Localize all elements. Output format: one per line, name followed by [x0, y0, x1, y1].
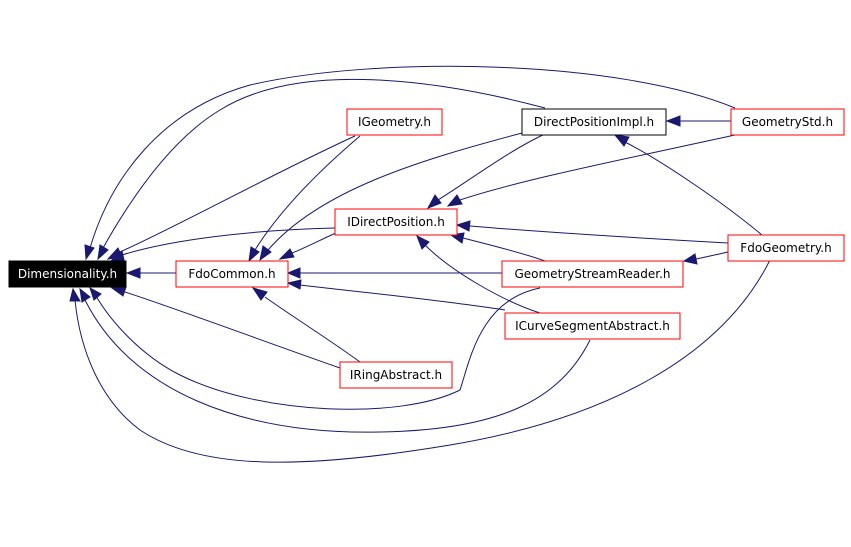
edge-directpositionimpl-to-dimensionality — [102, 78, 546, 249]
edge-idirectposition-to-dimensionality — [121, 227, 336, 256]
node-fdogeometry[interactable]: FdoGeometry.h — [727, 234, 845, 262]
edge-arrow — [125, 267, 141, 279]
node-box — [339, 361, 453, 389]
node-box — [730, 108, 845, 136]
node-box — [501, 260, 684, 288]
edge-arrow — [97, 244, 109, 261]
edge-iringabstract-to-dimensionality — [124, 291, 341, 369]
edge-arrow — [682, 253, 698, 265]
edge-fdogeometry-to-idirectposition — [469, 225, 729, 244]
edge-arrow — [278, 248, 295, 260]
edge-directpositionimpl-to-idirectposition — [437, 133, 546, 201]
node-idirectposition[interactable]: IDirectPosition.h — [334, 208, 458, 236]
edge-arrow — [69, 287, 81, 302]
node-icurvesegmentabstract[interactable]: ICurveSegmentAbstract.h — [504, 312, 681, 340]
node-label: GeometryStreamReader.h — [514, 267, 670, 281]
edge-igeometry-to-dimensionality — [119, 135, 356, 253]
node-box — [727, 234, 845, 262]
edge-arrow — [251, 287, 268, 301]
node-directpositionimpl[interactable]: DirectPositionImpl.h — [521, 108, 667, 136]
node-label: Dimensionality.h — [18, 267, 117, 281]
node-box — [334, 208, 458, 236]
edge-geometrystd-to-dimensionality — [89, 65, 736, 249]
edge-arrow — [89, 286, 102, 301]
node-box — [8, 260, 127, 288]
node-box — [521, 108, 667, 136]
node-box — [504, 312, 681, 340]
edge-geometrystd-to-idirectposition — [459, 134, 736, 201]
node-dimensionality[interactable]: Dimensionality.h — [8, 260, 127, 288]
node-label: FdoCommon.h — [188, 267, 275, 281]
edge-idirectposition-to-fdocommon — [291, 231, 339, 254]
edge-fdogeometry-to-geometrystreamreader — [695, 251, 729, 260]
edge-arrow — [613, 134, 630, 147]
edge-fdogeometry-to-directpositionimpl — [624, 141, 763, 236]
edge-arrow — [286, 267, 301, 279]
node-label: IGeometry.h — [358, 115, 431, 129]
edge-fdogeometry-to-dimensionality — [74, 259, 771, 463]
node-label: IDirectPosition.h — [347, 215, 445, 229]
node-iringabstract[interactable]: IRingAbstract.h — [339, 361, 453, 389]
edge-arrow — [416, 234, 430, 250]
edge-arrow — [259, 245, 272, 262]
edge-arrow — [446, 194, 463, 207]
edge-geometrystreamreader-to-dimensionality — [95, 287, 541, 410]
node-geometrystd[interactable]: GeometryStd.h — [730, 108, 845, 136]
edge-icurvesegmentabstract-to-fdocommon — [299, 284, 506, 311]
edge-iringabstract-to-fdocommon — [264, 296, 361, 363]
edge-icurvesegmentabstract-to-dimensionality — [84, 299, 591, 433]
edge-arrow — [455, 220, 471, 232]
node-label: DirectPositionImpl.h — [534, 115, 654, 129]
edge-arrow — [248, 246, 260, 263]
edge-igeometry-to-fdocommon — [254, 135, 361, 251]
node-label: GeometryStd.h — [742, 115, 833, 129]
edge-arrow — [84, 244, 95, 261]
edge-arrow — [286, 279, 302, 290]
edges — [69, 65, 771, 463]
node-fdocommon[interactable]: FdoCommon.h — [175, 260, 289, 288]
edge-arrow — [110, 286, 127, 297]
node-geometrystreamreader[interactable]: GeometryStreamReader.h — [501, 260, 684, 288]
edge-arrow — [110, 250, 125, 261]
node-label: FdoGeometry.h — [740, 241, 831, 255]
node-igeometry[interactable]: IGeometry.h — [346, 108, 443, 136]
edge-icurvesegmentabstract-to-idirectposition — [424, 244, 541, 314]
node-label: IRingAbstract.h — [350, 368, 442, 382]
edge-arrow — [79, 287, 91, 303]
edge-directpositionimpl-to-fdocommon — [267, 132, 523, 251]
edge-arrow — [665, 115, 681, 127]
edge-geometrystreamreader-to-idirectposition — [462, 237, 546, 262]
node-box — [346, 108, 443, 136]
node-label: ICurveSegmentAbstract.h — [515, 319, 670, 333]
edge-arrow — [426, 194, 442, 209]
node-box — [175, 260, 289, 288]
